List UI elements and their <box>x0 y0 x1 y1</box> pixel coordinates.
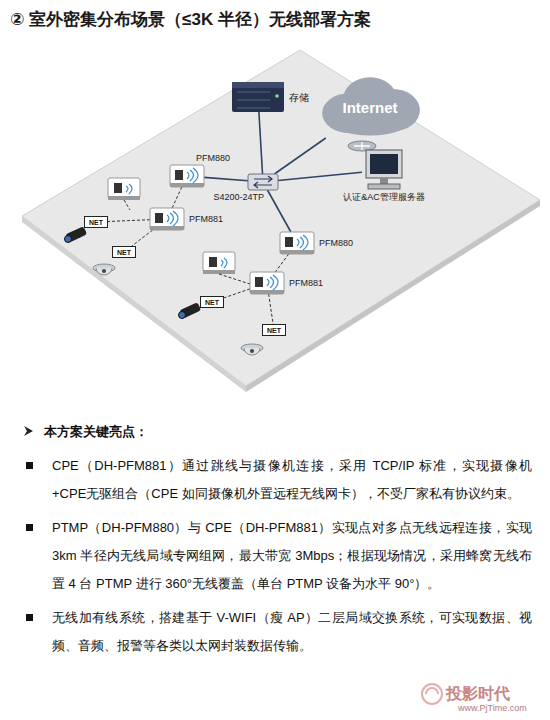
network-cable <box>259 112 263 174</box>
jumper-line <box>219 274 250 284</box>
platform-edge <box>22 216 246 392</box>
internet-cloud: Internet <box>318 76 422 138</box>
net-tag: NET <box>84 216 108 228</box>
jumper-line <box>124 200 130 210</box>
watermark-logo <box>422 684 442 704</box>
net-tag: NET <box>262 324 286 336</box>
device-label: S4200-24TP <box>211 192 266 203</box>
tag-text: NET <box>205 299 219 306</box>
wireless-link <box>275 254 289 272</box>
bullet-item: PTMP（DH-PFM880）与 CPE（DH-PFM881）实现点对多点无线远… <box>0 514 550 598</box>
wireless-link <box>132 230 153 246</box>
device-label: PFM881 <box>287 278 325 289</box>
wireless-link <box>172 187 182 208</box>
bullet-square <box>26 524 33 531</box>
bullet-camera <box>179 302 202 319</box>
ptmp-device: PFM880 <box>170 165 204 187</box>
bullet-item: 无线加有线系统，搭建基于 V-WIFI（瘦 AP）二层局域交换系统，可实现数据、… <box>0 604 550 660</box>
device-label: 认证&AC管理服务器 <box>341 192 427 203</box>
cpe-device: PFM881 <box>150 208 184 230</box>
wireless-link <box>224 289 250 298</box>
ap-icon <box>250 272 284 294</box>
device-label: PFM881 <box>187 214 225 225</box>
network-cable <box>204 177 248 180</box>
device-label: PFM880 <box>317 238 355 249</box>
ap-icon <box>150 208 184 230</box>
net-tag: NET <box>200 296 224 308</box>
network-cable <box>278 172 362 180</box>
switch-icon <box>248 174 278 190</box>
watermark-text: 投影时代 <box>446 684 510 705</box>
bullet-square <box>26 462 33 469</box>
bullet-text: 无线加有线系统，搭建基于 V-WIFI（瘦 AP）二层局域交换系统，可实现数据、… <box>52 604 532 660</box>
bullet-text: PTMP（DH-PFM880）与 CPE（DH-PFM881）实现点对多点无线远… <box>52 514 532 598</box>
tag-text: NET <box>267 327 281 334</box>
tag-text: NET <box>117 249 131 256</box>
network-switch: S4200-24TP <box>248 174 278 190</box>
bullet-list: CPE（DH-PFM881）通过跳线与摄像机连接，采用 TCP/IP 标准，实现… <box>0 452 550 666</box>
dome-camera <box>93 264 115 275</box>
ptmp-device: PFM880 <box>280 232 314 254</box>
network-cable <box>274 138 325 174</box>
highlights-heading: 本方案关键亮点： <box>44 423 148 441</box>
page-title: ② 室外密集分布场景（≤3K 半径）无线部署方案 <box>10 8 371 31</box>
ap-icon <box>280 232 314 254</box>
cpe-device <box>108 178 140 200</box>
arrow-bullet <box>24 426 33 436</box>
net-tag: NET <box>112 246 136 258</box>
bullet-camera <box>65 226 88 243</box>
server-monitor: 认证&AC管理服务器 <box>362 150 406 190</box>
device-label: PFM880 <box>194 153 232 164</box>
storage-icon <box>232 82 284 112</box>
bullet-item: CPE（DH-PFM881）通过跳线与摄像机连接，采用 TCP/IP 标准，实现… <box>0 452 550 508</box>
cloud-text: Internet <box>342 99 397 116</box>
wireless-link <box>108 220 150 222</box>
platform <box>22 50 540 386</box>
ap-icon <box>170 165 204 187</box>
device-label: 存储 <box>287 92 311 103</box>
bullet-square <box>26 614 33 621</box>
network-cable <box>267 190 290 232</box>
server-icon <box>362 150 406 190</box>
tag-text: NET <box>89 219 103 226</box>
storage-device: 存储 <box>232 82 284 112</box>
cpe-device <box>203 252 235 274</box>
wireless-link <box>269 294 273 324</box>
platform-edge <box>246 200 540 392</box>
watermark-url: www.PjTime.com <box>458 703 527 713</box>
bullet-text: CPE（DH-PFM881）通过跳线与摄像机连接，采用 TCP/IP 标准，实现… <box>52 452 532 508</box>
dome-camera <box>241 344 263 355</box>
cpe-device: PFM881 <box>250 272 284 294</box>
